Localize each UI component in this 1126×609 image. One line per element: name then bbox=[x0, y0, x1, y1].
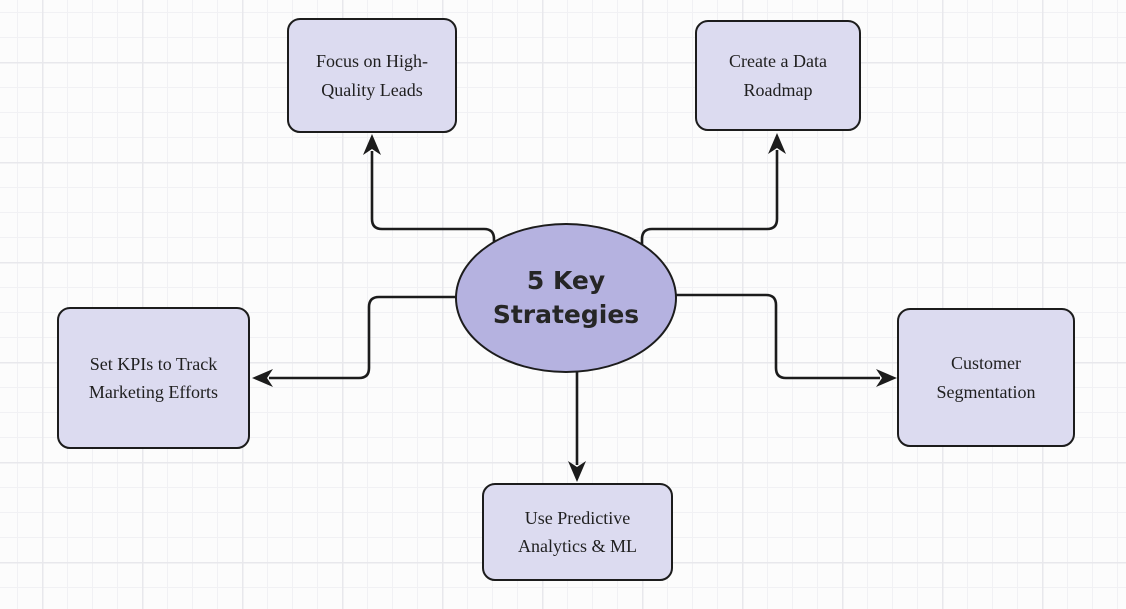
node-label-line: Customer bbox=[951, 353, 1021, 374]
node-label-line: Create a Data bbox=[729, 51, 827, 72]
node-label-line: Marketing Efforts bbox=[88, 382, 219, 402]
node-label-line: Segmentation bbox=[936, 381, 1036, 402]
center-label-line: 5 Key bbox=[526, 265, 606, 295]
node-label-line: Set KPIs to Track bbox=[89, 353, 218, 374]
node-set-kpis-track-marketing: Set KPIs to Track Marketing Efforts bbox=[57, 307, 250, 449]
node-create-data-roadmap: Create a Data Roadmap bbox=[695, 20, 861, 131]
node-label-line: Focus on High- bbox=[316, 51, 428, 72]
node-use-predictive-analytics-ml: Use Predictive Analytics & ML bbox=[482, 483, 673, 581]
arrowhead-up-top-right bbox=[768, 133, 786, 154]
node-label-line: Roadmap bbox=[743, 79, 813, 100]
node-label-line: Analytics & ML bbox=[518, 536, 637, 556]
center-node-5-key-strategies: 5 Key Strategies bbox=[455, 223, 677, 373]
connector-to-left bbox=[269, 295, 459, 380]
node-label-line: Use Predictive bbox=[524, 507, 631, 528]
node-customer-segmentation: Customer Segmentation bbox=[897, 308, 1075, 447]
node-label-line: Quality Leads bbox=[321, 79, 423, 100]
node-focus-high-quality-leads: Focus on High- Quality Leads bbox=[287, 18, 457, 133]
arrowhead-right bbox=[876, 369, 897, 387]
arrowhead-left bbox=[252, 369, 273, 387]
arrowhead-up-top-left bbox=[363, 134, 381, 155]
connector-to-top-right bbox=[640, 150, 779, 247]
connector-to-top-left bbox=[370, 151, 496, 247]
center-label-line: Strategies bbox=[492, 300, 640, 329]
arrowhead-down-bottom bbox=[568, 461, 586, 482]
connector-to-right bbox=[675, 293, 880, 380]
